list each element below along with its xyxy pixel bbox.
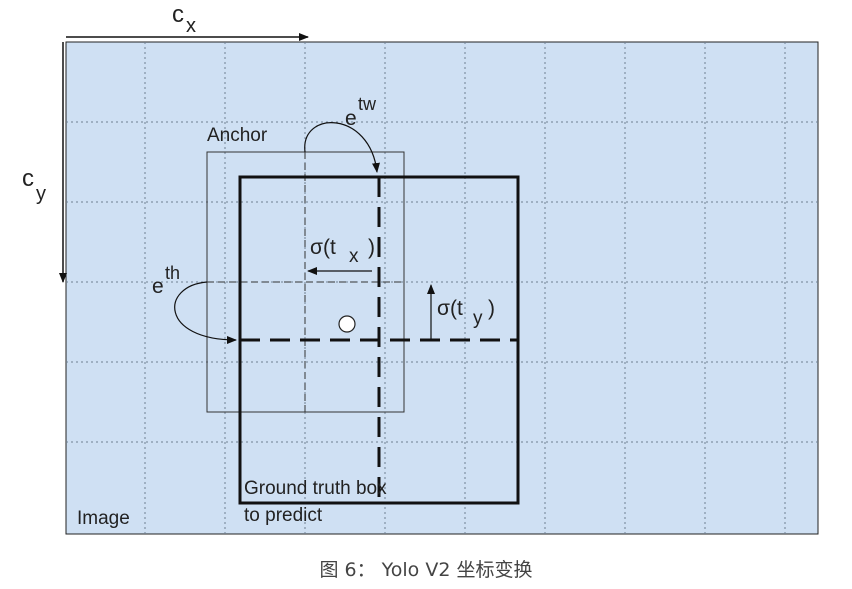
center-point xyxy=(338,315,356,333)
eth-base: e xyxy=(152,275,164,298)
grid-lines xyxy=(66,42,818,534)
cy-label: c xyxy=(22,165,34,192)
sigma-ty-sub: y xyxy=(473,308,483,329)
etw-curve-arrow xyxy=(304,122,380,173)
sigma-ty-main: σ(t xyxy=(437,297,463,320)
eth-curve-arrow xyxy=(174,281,237,344)
etw-sup: tw xyxy=(358,94,377,114)
etw-base: e xyxy=(345,107,357,130)
sigma-tx-close: ) xyxy=(368,236,375,259)
sigma-ty-close: ) xyxy=(488,297,495,320)
cx-subscript: x xyxy=(186,15,196,37)
cx-label: c xyxy=(172,1,184,28)
gt-label-line1: Ground truth box xyxy=(244,478,387,499)
eth-sup: th xyxy=(165,263,180,283)
sigma-tx-main: σ(t xyxy=(310,236,336,259)
gt-label-line2: to predict xyxy=(244,505,323,526)
sigma-tx-sub: x xyxy=(349,246,359,267)
image-panel xyxy=(65,41,819,535)
figure-caption: 图 6： Yolo V2 坐标变换 xyxy=(319,559,533,581)
yolo-v2-coordinate-diagram: c x c y Anchor e tw e th σ(t x ) σ(t y )… xyxy=(22,1,819,535)
image-label: Image xyxy=(77,508,130,529)
anchor-label: Anchor xyxy=(207,125,268,146)
cy-subscript: y xyxy=(36,183,46,205)
